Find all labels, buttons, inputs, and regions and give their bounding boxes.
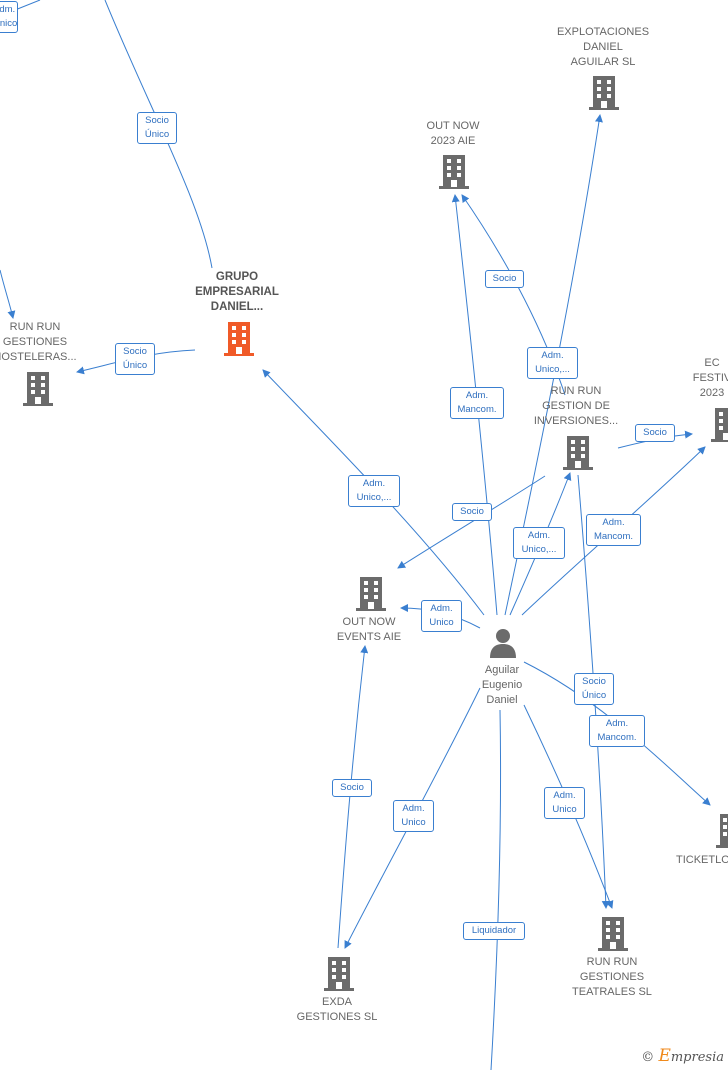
edge-label-adm-unico[interactable]: Adm. Unico,...: [513, 527, 565, 559]
person-icon[interactable]: [488, 628, 518, 658]
edge-label-top-left[interactable]: Adm. Unico: [0, 1, 18, 33]
edge-left-hosteleras: [0, 269, 16, 319]
brand-initial: E: [658, 1046, 671, 1066]
node-label-aguilar[interactable]: Aguilar Eugenio Daniel: [481, 664, 523, 706]
edge-label-adm-unico[interactable]: Adm. Unico,...: [348, 475, 400, 507]
edge-label-adm-unico[interactable]: Adm. Unico,...: [527, 347, 578, 379]
building-icon[interactable]: [23, 372, 53, 406]
edge-aguilar-liquidador: [490, 709, 502, 1070]
node-label-runrun-hosteleras[interactable]: RUN RUN GESTIONES HOSTELERAS...: [0, 321, 77, 363]
node-label-runrun-teatrales[interactable]: RUN RUN GESTIONES TEATRALES SL: [572, 956, 652, 998]
building-icon-highlight[interactable]: [224, 322, 254, 356]
building-icon[interactable]: [324, 957, 354, 991]
building-icon[interactable]: [563, 436, 593, 470]
edge-topleft-edge: [14, 0, 41, 11]
node-label-outnow2023[interactable]: OUT NOW 2023 AIE: [426, 120, 480, 147]
building-icon[interactable]: [356, 577, 386, 611]
edge-label-socio[interactable]: Socio: [452, 503, 492, 521]
node-label-ec-festival[interactable]: EC FESTIV 2023: [692, 357, 728, 399]
edge-exda-events: [337, 645, 369, 949]
edge-label-adm-mancom[interactable]: Adm. Mancom.: [589, 715, 645, 747]
copyright-symbol: ©: [641, 1050, 655, 1065]
edge-label-socio-unico[interactable]: Socio Único: [115, 343, 155, 375]
building-icon[interactable]: [716, 814, 728, 848]
brand-logo: © Empresia: [641, 1046, 724, 1066]
building-icon[interactable]: [439, 155, 469, 189]
edge-label-liquidador[interactable]: Liquidador: [463, 922, 525, 940]
edge-label-socio-unico[interactable]: Socio Único: [574, 673, 614, 705]
edge-label-adm-unico[interactable]: Adm. Unico: [544, 787, 585, 819]
edge-label-adm-unico[interactable]: Adm. Unico: [421, 600, 462, 632]
building-icon[interactable]: [711, 408, 728, 442]
edge-label-socio[interactable]: Socio: [635, 424, 675, 442]
node-label-grupo[interactable]: GRUPO EMPRESARIAL DANIEL...: [195, 271, 279, 313]
edge-grupo-topleft: [104, 0, 213, 269]
brand-name: mpresia: [670, 1050, 724, 1065]
node-label-explotaciones[interactable]: EXPLOTACIONES DANIEL AGUILAR SL: [556, 26, 650, 68]
node-label-outnow-events[interactable]: OUT NOW EVENTS AIE: [336, 616, 402, 643]
edge-label-adm-mancom[interactable]: Adm. Mancom.: [450, 387, 504, 419]
edge-label-adm-unico[interactable]: Adm. Unico: [393, 800, 434, 832]
building-icon[interactable]: [598, 917, 628, 951]
node-label-exda[interactable]: EXDA GESTIONES SL: [296, 996, 378, 1023]
edge-label-adm-mancom[interactable]: Adm. Mancom.: [586, 514, 641, 546]
edge-label-socio-unico[interactable]: Socio Único: [137, 112, 177, 144]
edge-label-socio[interactable]: Socio: [332, 779, 372, 797]
node-label-runrun-inversiones[interactable]: RUN RUN GESTION DE INVERSIONES...: [533, 385, 619, 427]
node-label-ticketlo[interactable]: TICKETLO: [676, 854, 728, 866]
building-icon[interactable]: [589, 76, 619, 110]
edge-label-socio[interactable]: Socio: [485, 270, 524, 288]
